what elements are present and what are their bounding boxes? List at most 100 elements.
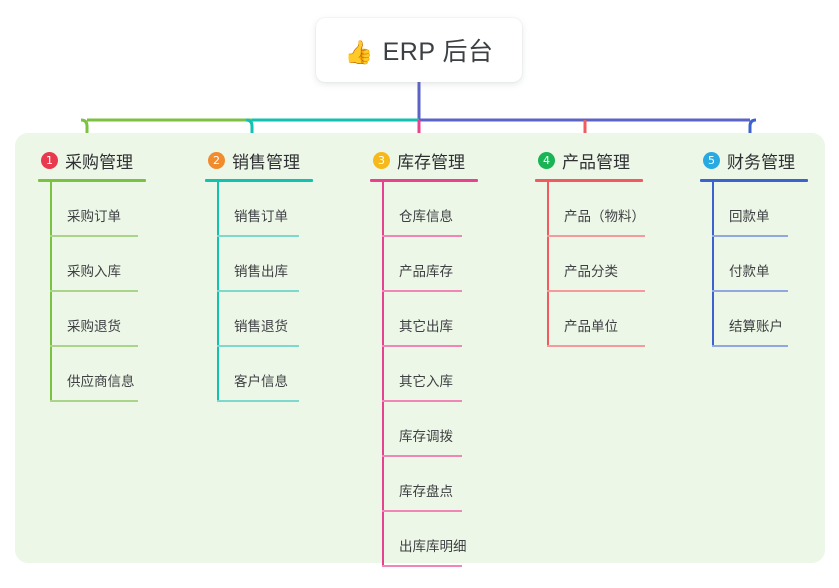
list-item[interactable]: 产品分类 [547,237,645,292]
branch-rule-2 [205,179,313,182]
branch-badge-3: 3 [373,151,390,169]
branch-title-4: 产品管理 [562,152,630,172]
list-item[interactable]: 销售订单 [217,182,299,237]
branch-items-4: 产品（物料） 产品分类产品单位 [547,182,645,347]
branch-title-2: 销售管理 [232,152,300,172]
item-underline [50,345,138,347]
item-underline [382,565,462,567]
item-label: 产品（物料） [564,209,645,224]
item-underline [547,235,645,237]
item-spine [547,237,549,292]
item-spine [382,292,384,347]
branch-column-5: 5 财务管理回款单付款单结算账户 [700,147,808,347]
item-spine [382,457,384,512]
list-item[interactable]: 采购订单 [50,182,138,237]
item-label: 结算账户 [729,319,783,334]
item-spine [712,182,714,237]
item-label: 销售订单 [234,209,288,224]
branch-rule-4 [535,179,643,182]
branch-header-2[interactable]: 2 销售管理 [205,147,313,173]
item-spine [382,347,384,402]
list-item[interactable]: 采购退货 [50,292,138,347]
item-label: 其它出库 [399,319,453,334]
list-item[interactable]: 结算账户 [712,292,788,347]
branch-items-1: 采购订单采购入库采购退货供应商信息 [50,182,146,402]
branch-column-3: 3 库存管理仓库信息产品库存其它出库其它入库库存调拨库存盘点出库库明细 [370,147,478,567]
root-node-label: 👍ERP 后台 [344,32,493,68]
list-item[interactable]: 其它入库 [382,347,462,402]
item-spine [382,237,384,292]
list-item[interactable]: 销售退货 [217,292,299,347]
branch-badge-5: 5 [703,151,720,169]
item-underline [382,345,462,347]
item-underline [217,235,299,237]
list-item[interactable]: 采购入库 [50,237,138,292]
item-label: 采购入库 [67,264,121,279]
item-label: 回款单 [729,209,770,224]
item-underline [217,345,299,347]
root-node[interactable]: 👍ERP 后台 [316,18,522,82]
branch-rule-1 [38,179,146,182]
list-item[interactable]: 销售出库 [217,237,299,292]
item-spine [712,237,714,292]
list-item[interactable]: 回款单 [712,182,788,237]
item-label: 产品库存 [399,264,453,279]
item-label: 采购订单 [67,209,121,224]
list-item[interactable]: 出库库明细 [382,512,467,567]
item-spine [50,292,52,347]
branch-header-3[interactable]: 3 库存管理 [370,147,478,173]
item-underline [547,345,645,347]
list-item[interactable]: 库存调拨 [382,402,462,457]
item-spine [382,512,384,567]
branch-rule-5 [700,179,808,182]
branch-items-5: 回款单付款单结算账户 [712,182,808,347]
list-item[interactable]: 付款单 [712,237,788,292]
branch-title-5: 财务管理 [727,152,795,172]
item-label: 销售出库 [234,264,288,279]
list-item[interactable]: 产品单位 [547,292,645,347]
item-label: 其它入库 [399,374,453,389]
item-label: 产品分类 [564,264,618,279]
list-item[interactable]: 仓库信息 [382,182,462,237]
item-underline [217,290,299,292]
item-label: 仓库信息 [399,209,453,224]
item-underline [382,455,462,457]
item-underline [712,345,788,347]
item-underline [712,235,788,237]
list-item[interactable]: 产品库存 [382,237,462,292]
branch-column-2: 2 销售管理销售订单销售出库销售退货客户信息 [205,147,313,402]
item-underline [547,290,645,292]
branch-header-5[interactable]: 5 财务管理 [700,147,808,173]
list-item[interactable]: 库存盘点 [382,457,462,512]
item-underline [50,400,138,402]
branch-badge-4: 4 [538,151,555,169]
item-label: 付款单 [729,264,770,279]
item-underline [712,290,788,292]
branch-items-3: 仓库信息产品库存其它出库其它入库库存调拨库存盘点出库库明细 [382,182,478,567]
item-label: 出库库明细 [399,539,467,554]
item-underline [382,290,462,292]
branch-badge-2: 2 [208,151,225,169]
item-label: 客户信息 [234,374,288,389]
item-spine [217,237,219,292]
branch-column-4: 4 产品管理产品（物料） 产品分类产品单位 [535,147,645,347]
item-label: 库存盘点 [399,484,453,499]
list-item[interactable]: 客户信息 [217,347,299,402]
item-spine [217,182,219,237]
item-label: 销售退货 [234,319,288,334]
item-spine [712,292,714,347]
list-item[interactable]: 产品（物料） [547,182,645,237]
item-underline [50,235,138,237]
branch-title-3: 库存管理 [397,152,465,172]
item-spine [547,292,549,347]
item-spine [217,292,219,347]
branch-header-4[interactable]: 4 产品管理 [535,147,645,173]
branch-badge-1: 1 [41,151,58,169]
item-underline [50,290,138,292]
list-item[interactable]: 供应商信息 [50,347,138,402]
root-node-text: ERP 后台 [382,38,494,66]
list-item[interactable]: 其它出库 [382,292,462,347]
